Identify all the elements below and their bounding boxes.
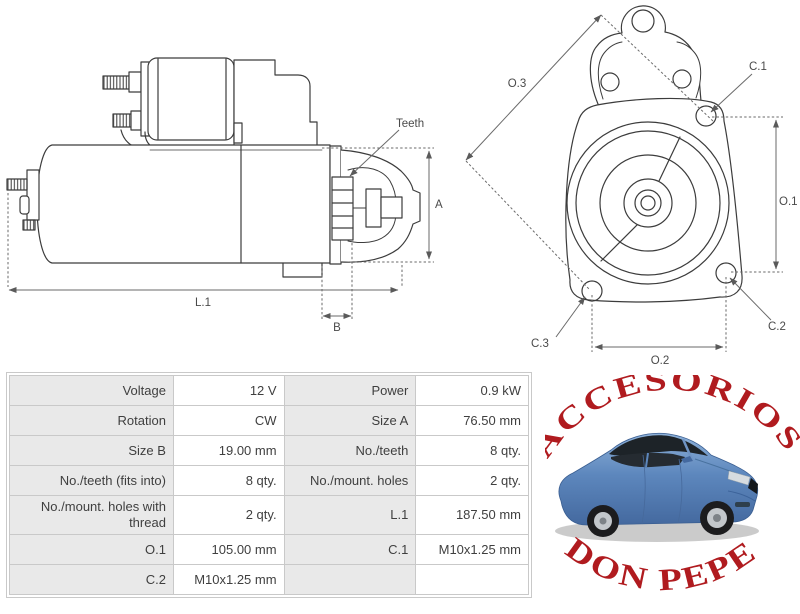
dim-o1-label: O.1 xyxy=(779,196,798,208)
spec-cell-value: 105.00 mm xyxy=(172,534,285,565)
spec-cell-label: Voltage xyxy=(9,375,174,406)
table-row: Voltage 12 V Power 0.9 kW xyxy=(9,375,529,406)
dim-o3-label: O.3 xyxy=(508,78,527,90)
spec-cell-value: 8 qty. xyxy=(172,465,285,496)
starter-front-view-drawing xyxy=(565,5,743,303)
table-row: O.1 105.00 mm C.1 M10x1.25 mm xyxy=(9,534,529,565)
technical-drawings: Teeth A L.1 B xyxy=(6,5,798,367)
spec-cell-label: L.1 xyxy=(283,495,417,535)
spec-cell-label: No./teeth (fits into) xyxy=(9,465,174,496)
dim-o2-label: O.2 xyxy=(651,355,670,367)
side-view-dimensions xyxy=(7,129,434,320)
spec-cell-value: 12 V xyxy=(172,375,285,406)
spec-cell-value: 19.00 mm xyxy=(172,435,285,466)
spec-cell-label: Size A xyxy=(283,405,417,436)
spec-cell-label: C.1 xyxy=(283,534,417,565)
spec-cell-label: Rotation xyxy=(9,405,174,436)
dim-c3-label: C.3 xyxy=(531,338,549,350)
spec-cell-label: No./mount. holes with thread xyxy=(9,495,174,535)
spec-cell-value: 8 qty. xyxy=(415,435,529,466)
spec-cell-label: No./mount. holes xyxy=(283,465,417,496)
spec-cell-value: 2 qty. xyxy=(172,495,285,535)
spec-cell-label: C.2 xyxy=(9,564,174,595)
car-image xyxy=(555,432,759,542)
dim-c2-label: C.2 xyxy=(768,321,786,333)
spec-cell-value: 187.50 mm xyxy=(415,495,529,535)
spec-cell-label: Size B xyxy=(9,435,174,466)
spec-cell-value: CW xyxy=(172,405,285,436)
spec-table-frame: Voltage 12 V Power 0.9 kW Rotation CW Si… xyxy=(6,372,532,598)
spec-cell-value: 0.9 kW xyxy=(415,375,529,406)
dim-b-label: B xyxy=(333,322,341,334)
spec-table: Voltage 12 V Power 0.9 kW Rotation CW Si… xyxy=(9,375,529,595)
spec-cell-value xyxy=(415,564,529,595)
spec-cell-label: O.1 xyxy=(9,534,174,565)
table-row: No./teeth (fits into) 8 qty. No./mount. … xyxy=(9,465,529,496)
spec-cell-label: No./teeth xyxy=(283,435,417,466)
spec-cell-label xyxy=(283,564,417,595)
brand-logo: ACCESORIOS DON PEPE xyxy=(545,375,800,597)
table-row: C.2 M10x1.25 mm xyxy=(9,564,529,595)
spec-cell-label: Power xyxy=(283,375,417,406)
starter-side-view-drawing xyxy=(6,57,421,278)
teeth-label: Teeth xyxy=(396,118,424,130)
spec-cell-value: M10x1.25 mm xyxy=(172,564,285,595)
spec-cell-value: 2 qty. xyxy=(415,465,529,496)
table-row: Size B 19.00 mm No./teeth 8 qty. xyxy=(9,435,529,466)
spec-cell-value: 76.50 mm xyxy=(415,405,529,436)
table-row: No./mount. holes with thread 2 qty. L.1 … xyxy=(9,495,529,535)
dim-a-label: A xyxy=(435,199,443,211)
dim-c1-label: C.1 xyxy=(749,61,767,73)
dim-l1-label: L.1 xyxy=(195,297,211,309)
front-view-dimensions xyxy=(465,14,783,352)
spec-cell-value: M10x1.25 mm xyxy=(415,534,529,565)
table-row: Rotation CW Size A 76.50 mm xyxy=(9,405,529,436)
